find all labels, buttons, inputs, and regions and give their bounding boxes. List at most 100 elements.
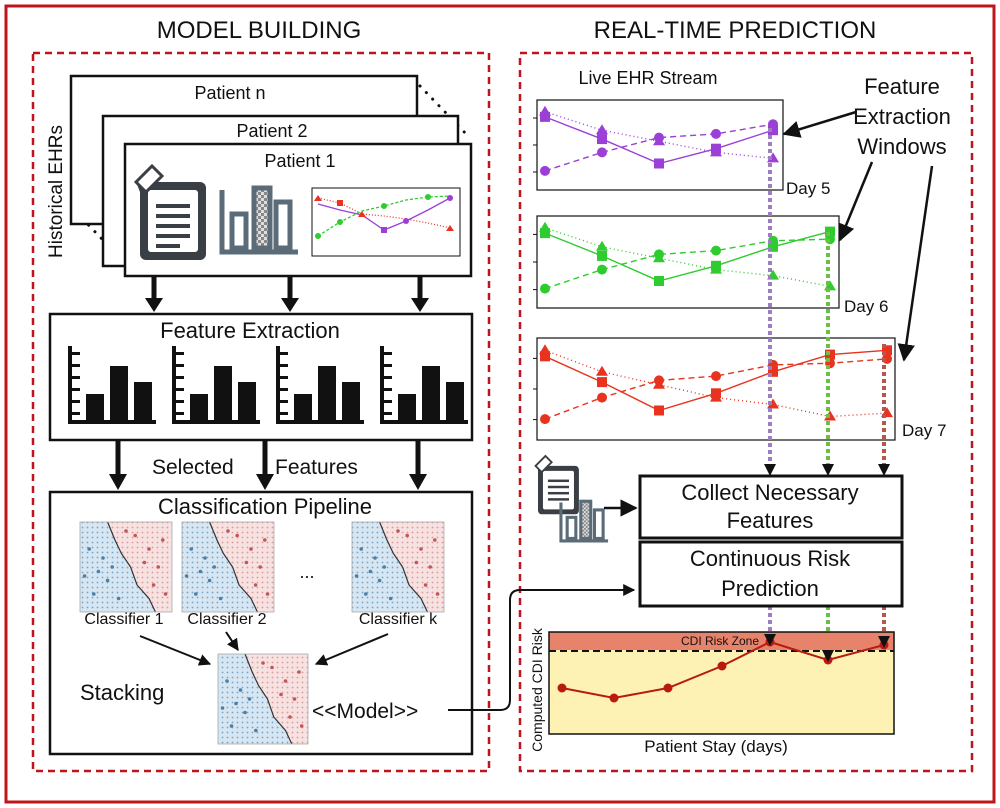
window-arrowheads <box>764 464 890 476</box>
predict-line1: Continuous Risk <box>690 546 851 571</box>
collect-line1: Collect Necessary <box>681 480 858 505</box>
risk-point-4 <box>717 661 727 671</box>
live-ehr-charts <box>533 99 896 441</box>
feature-bar-icon-3 <box>276 346 364 424</box>
classifier-plots <box>79 521 445 745</box>
day-5-label: Day 5 <box>786 179 830 198</box>
day-7-chart-point <box>710 391 722 402</box>
windows-label-line1: Feature <box>864 74 940 99</box>
selected-label: Selected <box>152 456 234 479</box>
patient-n-label: Patient n <box>194 83 265 103</box>
collect-features-box: Collect Necessary Features <box>638 474 904 540</box>
day-6-chart-dashed-line <box>544 238 831 290</box>
day-5-chart-point <box>540 111 550 122</box>
day-7-chart-point <box>882 345 892 356</box>
day-6-chart-point <box>597 250 607 261</box>
arrow-classifier-1 <box>139 635 212 666</box>
risk-point-2 <box>609 693 619 703</box>
feature-bar-icon-4 <box>380 346 468 424</box>
arrows-to-pipeline <box>109 440 427 490</box>
risk-chart: CDI Risk Zone <box>548 631 895 735</box>
ellipsis-label: ... <box>299 562 314 582</box>
real-time-panel <box>518 51 974 773</box>
day-6-chart-point <box>540 283 550 294</box>
model-label: <<Model>> <box>312 700 418 723</box>
day-7-chart-point <box>596 365 608 376</box>
model-to-prediction-arrow <box>448 584 636 711</box>
arrow-classifier-2 <box>225 631 239 651</box>
day-6-chart-point <box>711 245 721 256</box>
day-7-chart-point <box>540 414 550 425</box>
bar-chart-icon <box>219 185 298 255</box>
day-6-label: Day 6 <box>844 297 888 316</box>
day-5-chart-point <box>768 119 778 130</box>
window-arrow-day7 <box>897 165 934 362</box>
risk-y-axis-label: Computed CDI Risk <box>529 627 545 752</box>
collect-source-icon <box>534 454 609 543</box>
day-6-chart-point <box>654 276 664 286</box>
classifier-2-plot <box>181 521 275 613</box>
day-6-chart-point <box>824 280 836 291</box>
document-icon <box>133 163 206 260</box>
day-7-chart-point <box>767 398 779 409</box>
day-5-chart-dashed-line <box>544 123 774 172</box>
arrows-to-feature-extraction <box>145 276 429 312</box>
window-arrow-day5 <box>782 110 857 138</box>
risk-point-3 <box>663 683 673 693</box>
continuous-risk-box: Continuous Risk Prediction <box>638 540 904 608</box>
day-6-chart-point <box>597 264 607 275</box>
day-5-chart-point <box>653 135 665 146</box>
right-panel-title: REAL-TIME PREDICTION <box>594 17 877 44</box>
classifier-1-label: Classifier 1 <box>84 611 163 628</box>
day-7-chart-point <box>768 366 778 377</box>
live-ehr-stream-label: Live EHR Stream <box>578 68 717 88</box>
pipeline-title: Classification Pipeline <box>158 494 372 519</box>
day-5-chart-point <box>768 125 778 136</box>
day-6-chart <box>533 215 840 309</box>
day-7-label: Day 7 <box>902 421 946 440</box>
day-7-chart-point <box>711 371 721 382</box>
windows-label-line2: Extraction <box>853 104 951 129</box>
day-7-chart-point <box>654 405 664 416</box>
day-5-chart-point <box>539 105 551 116</box>
classifier-k-plot <box>351 521 445 613</box>
feature-bar-icon-1 <box>68 346 156 424</box>
day-6-chart-solid-line <box>544 230 831 282</box>
day-5-chart <box>533 99 784 191</box>
risk-zone-label: CDI Risk Zone <box>681 634 759 648</box>
day-7-chart-point <box>597 377 607 388</box>
risk-x-axis-label: Patient Stay (days) <box>644 737 788 756</box>
patient-1-mini-chart <box>311 187 461 257</box>
classifier-k-label: Classifier k <box>359 611 438 628</box>
day-7-chart-point <box>597 392 607 403</box>
model-building-panel <box>31 51 491 773</box>
day-5-chart-point <box>540 165 550 176</box>
day-6-chart-point <box>596 240 608 251</box>
day-5-chart-point <box>654 158 664 169</box>
collect-line2: Features <box>727 508 814 533</box>
patient-1-label: Patient 1 <box>264 151 335 171</box>
feature-bar-icon-2 <box>172 346 260 424</box>
day-7-chart-point <box>539 344 551 355</box>
day-6-chart-point <box>768 241 778 252</box>
windows-label-line3: Windows <box>857 134 946 159</box>
day-5-chart-point <box>596 124 608 135</box>
patient-2-label: Patient 2 <box>236 121 307 141</box>
day-5-chart-point <box>710 146 722 157</box>
day-7-chart-point <box>653 378 665 389</box>
day-6-chart-point <box>710 263 722 274</box>
stacking-label: Stacking <box>80 680 164 705</box>
day-7-chart-point <box>540 351 550 362</box>
feature-extraction-box: Feature Extraction <box>48 312 474 442</box>
patient-card-1: Patient 1 <box>123 142 473 278</box>
day-6-chart-point <box>540 228 550 239</box>
classification-pipeline-box: Classification Pipeline ... Classifier 1… <box>48 490 474 756</box>
window-arrow-day6 <box>837 161 874 242</box>
day-6-chart-point <box>825 226 835 237</box>
left-panel-title: MODEL BUILDING <box>157 17 361 44</box>
day-7-chart <box>533 337 896 441</box>
risk-window-arrowheads <box>764 634 890 662</box>
day-5-chart-point <box>597 134 607 145</box>
stacked-model-plot <box>217 653 309 745</box>
